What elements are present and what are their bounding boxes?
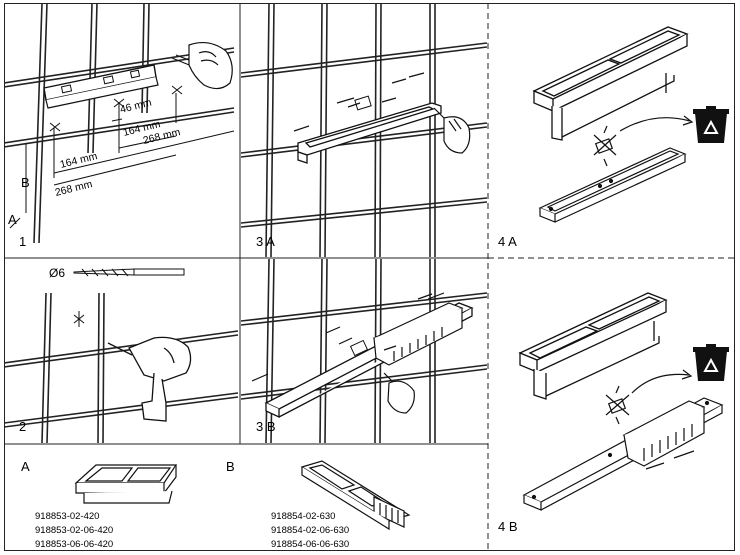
drill-bit-icon xyxy=(73,268,185,277)
step-4b-label: 4 B xyxy=(498,519,518,534)
shelf-tray-3a xyxy=(297,102,442,164)
step-3b-label: 3 B xyxy=(256,419,276,434)
variant-b-code-1: 918854-02-630 xyxy=(271,511,335,522)
installation-diagram: B A 46 mm 164 mm 268 mm 164 mm 268 mm 1 xyxy=(4,3,735,551)
diagram-canvas: B A 46 mm 164 mm 268 mm 164 mm 268 mm 1 xyxy=(4,3,735,551)
screwdriver-icon xyxy=(433,107,471,154)
arrow-4b xyxy=(631,373,690,394)
p1-dim-268-left: 268 mm xyxy=(54,178,94,199)
panel-4b-illustration xyxy=(518,292,729,511)
variant-b-code-2: 918854-02-06-630 xyxy=(271,525,349,536)
panel-3a-illustration xyxy=(241,4,487,257)
removed-bracket-4b xyxy=(605,385,630,425)
screwdriver-icon-3b xyxy=(383,372,415,414)
crosshair-icon-2 xyxy=(73,311,85,327)
variant-b-letter: B xyxy=(226,459,235,474)
variant-b-code-3: 918854-06-06-630 xyxy=(271,539,349,550)
glass-shelf-4a xyxy=(532,26,689,141)
step-1-label: 1 xyxy=(19,234,26,249)
tile-grid-2 xyxy=(5,292,239,443)
tile-grid-3a xyxy=(241,4,487,257)
step-4a-label: 4 A xyxy=(498,234,517,249)
tile-grid-3b xyxy=(241,259,487,443)
screws-3a xyxy=(293,72,425,132)
variant-b-shelf xyxy=(300,460,411,531)
drill-icon xyxy=(107,336,192,422)
panel-3b-illustration xyxy=(241,259,487,443)
hand-icon xyxy=(171,41,233,90)
variant-a-shelf xyxy=(74,464,178,504)
p1-letter-a: A xyxy=(8,212,17,227)
rail-4a xyxy=(538,147,687,223)
panel-1-illustration xyxy=(5,4,235,244)
basket-3b xyxy=(372,302,464,366)
panel-4a-illustration xyxy=(532,26,729,223)
recycle-bin-icon xyxy=(693,106,729,143)
step-2-label: 2 xyxy=(19,419,26,434)
variant-a-letter: A xyxy=(21,459,30,474)
dimension-lines xyxy=(9,93,235,229)
bracket-3b xyxy=(349,339,369,357)
glass-shelf-4b xyxy=(518,292,668,400)
step-3a-label: 3 A xyxy=(256,234,275,249)
panel-2-illustration xyxy=(5,268,239,443)
outer-frame xyxy=(4,3,735,551)
arrow-4a xyxy=(619,117,691,132)
bracket-3a xyxy=(354,95,372,111)
variant-a-code-1: 918853-02-420 xyxy=(35,511,99,522)
removed-bracket-4a xyxy=(593,125,617,167)
screws-3b xyxy=(251,292,445,382)
level-icon xyxy=(43,64,159,109)
p1-letter-b: B xyxy=(21,175,30,190)
variant-a-code-2: 918853-02-06-420 xyxy=(35,525,113,536)
drill-size-label: Ø6 xyxy=(49,266,65,280)
recycle-bin-icon-4b xyxy=(693,344,729,381)
variant-a-code-3: 918853-06-06-420 xyxy=(35,539,113,550)
basket-4b xyxy=(622,400,706,470)
